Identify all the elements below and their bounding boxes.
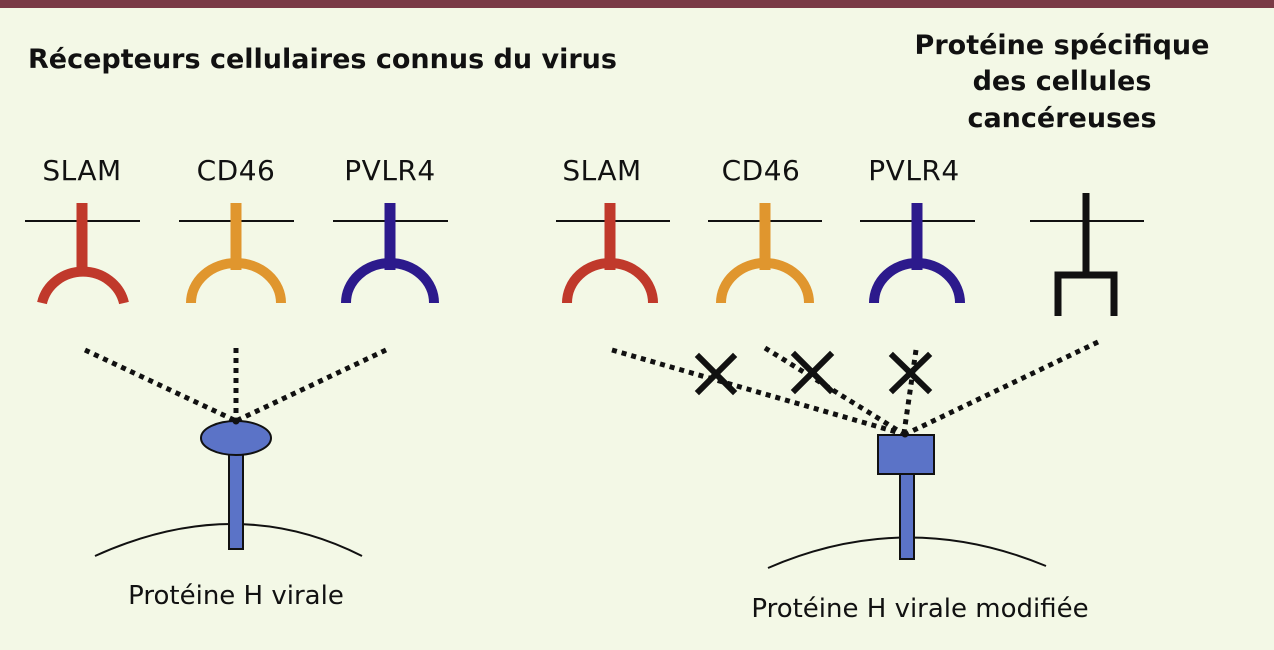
right-receptor-label-cd46: CD46 [721,154,801,187]
left-receptor-label-pvlr4: PVLR4 [344,154,436,187]
left-protein-h-head [200,420,272,456]
top-border [0,0,1274,8]
left-protein-h-stalk [228,447,244,550]
cross-pvlr4-icon [888,351,933,395]
right-receptor-label-pvlr4: PVLR4 [868,154,960,187]
right-caption: Protéine H virale modifiée [751,594,1089,624]
right-receptor-label-slam: SLAM [562,154,642,187]
right-receptor-slam [562,203,658,304]
right-receptor-pvlr4 [869,203,965,304]
right-protein-h-head [877,434,935,475]
blocked-crosses [694,350,933,396]
left-receptor-slam [37,203,129,305]
left-caption: Protéine H virale [128,581,344,611]
cross-cd46-icon [790,350,835,395]
right-panel-title-line2: des cellules cancéreuses [967,66,1157,134]
left-receptor-label-slam: SLAM [42,154,122,187]
right-binding-lines [611,339,1100,436]
right-receptor-cd46 [716,203,814,304]
cross-slam-icon [694,352,738,396]
left-panel-title: Récepteurs cellulaires connus du virus [28,44,617,75]
left-binding-lines [83,347,388,423]
right-protein-h-stalk [899,472,915,560]
cancer-specific-receptor [1054,193,1118,316]
right-panel-title-line1: Protéine spécifique [914,30,1210,61]
left-receptor-pvlr4 [341,203,439,304]
right-panel-title: Protéine spécifique des cellules cancére… [876,28,1248,137]
left-receptor-cd46 [186,203,286,304]
left-binding-point [232,417,240,425]
left-receptor-label-cd46: CD46 [196,154,276,187]
right-binding-point [901,430,909,438]
